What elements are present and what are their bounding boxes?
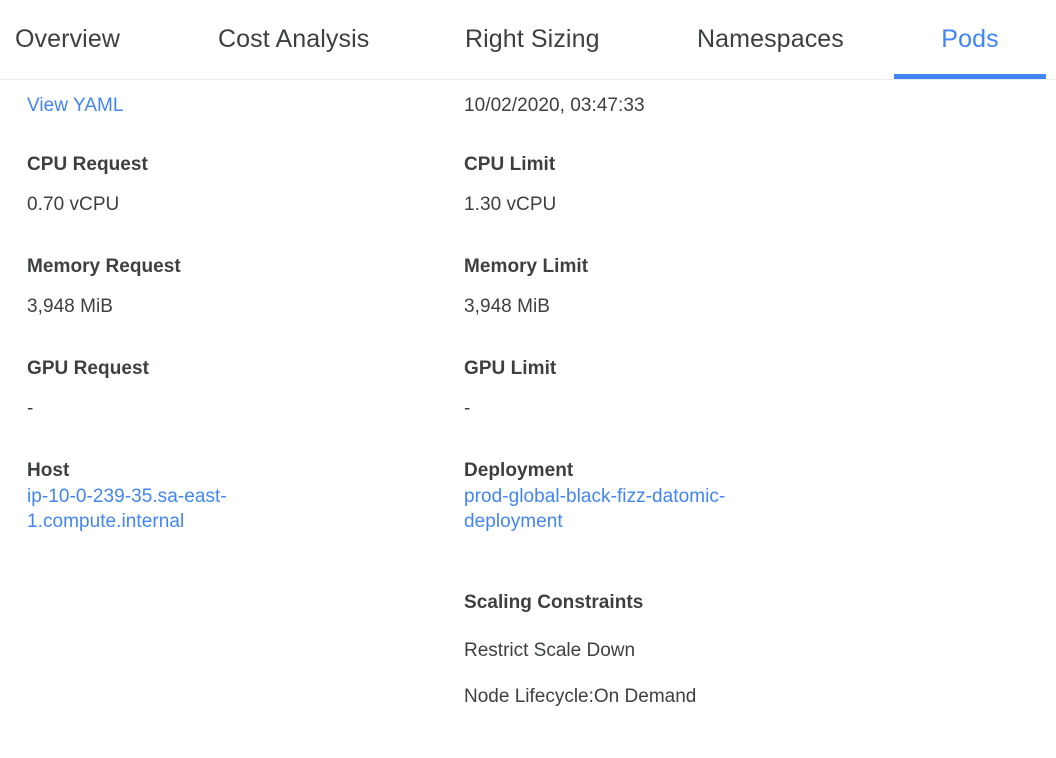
memory-limit-value: 3,948 MiB (464, 295, 550, 317)
deployment-link[interactable]: prod-global-black-fizz-datomic-deploymen… (464, 485, 726, 532)
field-memory-limit: Memory Limit 3,948 MiB (464, 255, 809, 319)
tab-pods[interactable]: Pods (894, 0, 1046, 79)
gpu-limit-value: - (464, 397, 471, 419)
view-yaml-link[interactable]: View YAML (27, 95, 124, 116)
tab-bar: Overview Cost Analysis Right Sizing Name… (0, 0, 1056, 80)
cpu-limit-value: 1.30 vCPU (464, 193, 557, 215)
tab-right-sizing-label: Right Sizing (465, 25, 600, 53)
scaling-constraint-item: Node Lifecycle:On Demand (464, 685, 697, 707)
field-scaling-constraints: Scaling Constraints Restrict Scale Down … (464, 591, 809, 709)
memory-request-value: 3,948 MiB (27, 295, 113, 317)
tab-namespaces-label: Namespaces (697, 25, 844, 53)
gpu-request-value: - (27, 397, 34, 419)
tab-overview[interactable]: Overview (15, 0, 120, 79)
tab-cost-analysis[interactable]: Cost Analysis (218, 0, 369, 79)
field-view-yaml: View YAML (27, 93, 372, 118)
field-gpu-limit: GPU Limit - (464, 357, 809, 421)
field-gpu-request: GPU Request - (27, 357, 372, 421)
field-memory-request: Memory Request 3,948 MiB (27, 255, 372, 319)
active-tab-indicator (894, 74, 1046, 79)
gpu-request-label: GPU Request (27, 358, 149, 379)
tab-right-sizing[interactable]: Right Sizing (465, 0, 600, 79)
tab-cost-analysis-label: Cost Analysis (218, 25, 370, 53)
cpu-request-label: CPU Request (27, 154, 148, 175)
scaling-constraint-item: Restrict Scale Down (464, 639, 636, 661)
tab-pods-label: Pods (941, 25, 999, 53)
host-label: Host (27, 460, 70, 481)
tab-namespaces[interactable]: Namespaces (697, 0, 844, 79)
scaling-constraints-list: Restrict Scale Down Node Lifecycle:On De… (464, 638, 809, 709)
cpu-request-value: 0.70 vCPU (27, 193, 120, 215)
field-cpu-request: CPU Request 0.70 vCPU (27, 153, 372, 217)
scaling-constraints-label: Scaling Constraints (464, 592, 644, 613)
field-timestamp: 10/02/2020, 03:47:33 (464, 93, 809, 118)
cpu-limit-label: CPU Limit (464, 154, 556, 175)
field-cpu-limit: CPU Limit 1.30 vCPU (464, 153, 809, 217)
field-host: Host ip-10-0-239-35.sa-east-1.compute.in… (27, 459, 372, 534)
host-link[interactable]: ip-10-0-239-35.sa-east-1.compute.interna… (27, 485, 227, 532)
memory-request-label: Memory Request (27, 256, 181, 277)
gpu-limit-label: GPU Limit (464, 358, 557, 379)
deployment-label: Deployment (464, 460, 574, 481)
field-deployment: Deployment prod-global-black-fizz-datomi… (464, 459, 809, 534)
timestamp-value: 10/02/2020, 03:47:33 (464, 95, 645, 116)
memory-limit-label: Memory Limit (464, 256, 589, 277)
tab-overview-label: Overview (15, 25, 120, 53)
